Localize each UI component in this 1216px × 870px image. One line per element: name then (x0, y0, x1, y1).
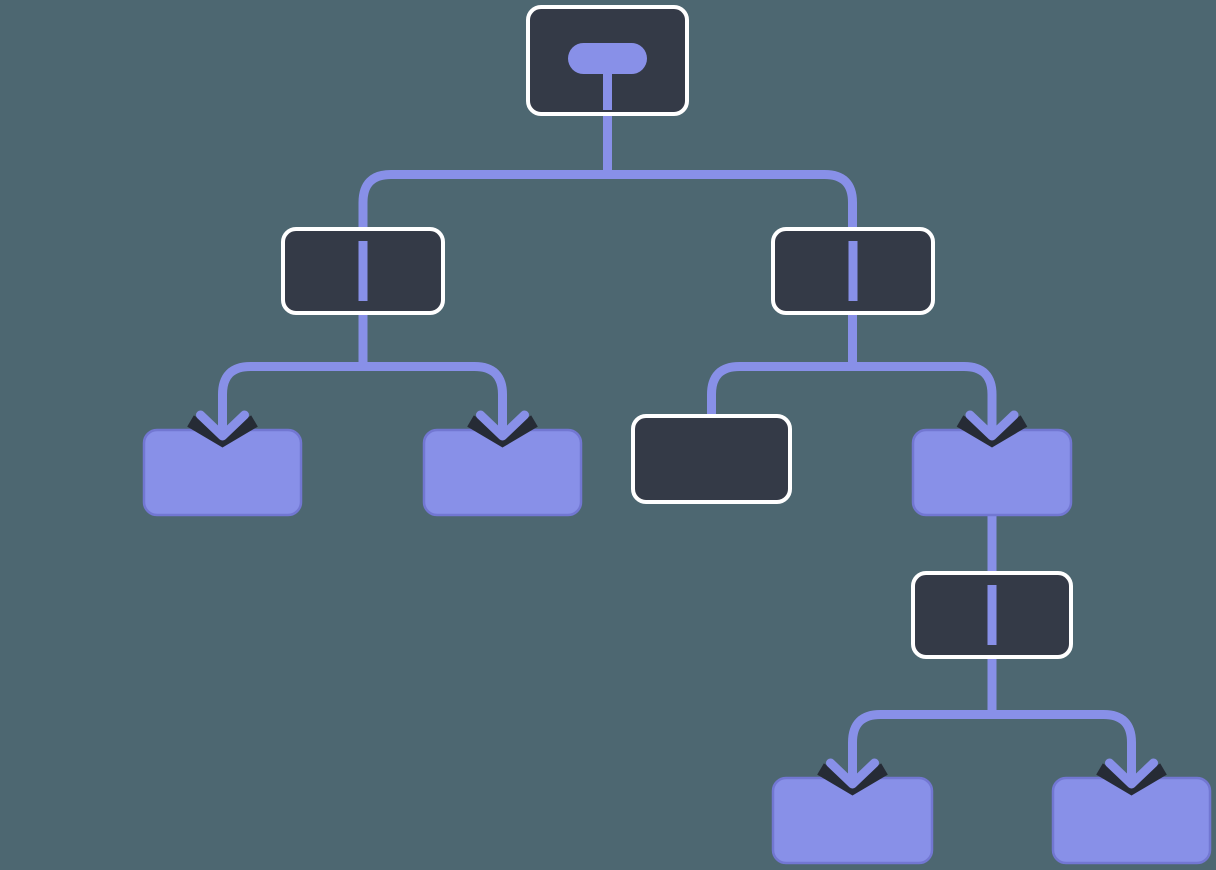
tree-node-node-plain-dark[interactable] (631, 414, 792, 504)
connector-left-bar (218, 362, 507, 418)
root-handle-pill (568, 43, 647, 74)
connector-level1-bar (358, 170, 857, 234)
arrow-down-icon (467, 396, 538, 448)
arrow-down-icon (1096, 744, 1167, 796)
arrow-down-icon (187, 396, 258, 448)
connector-right-bar (707, 362, 997, 420)
arrow-down-icon (817, 744, 888, 796)
connector-bottom-bar (848, 710, 1136, 766)
arrow-down-icon (956, 396, 1028, 448)
